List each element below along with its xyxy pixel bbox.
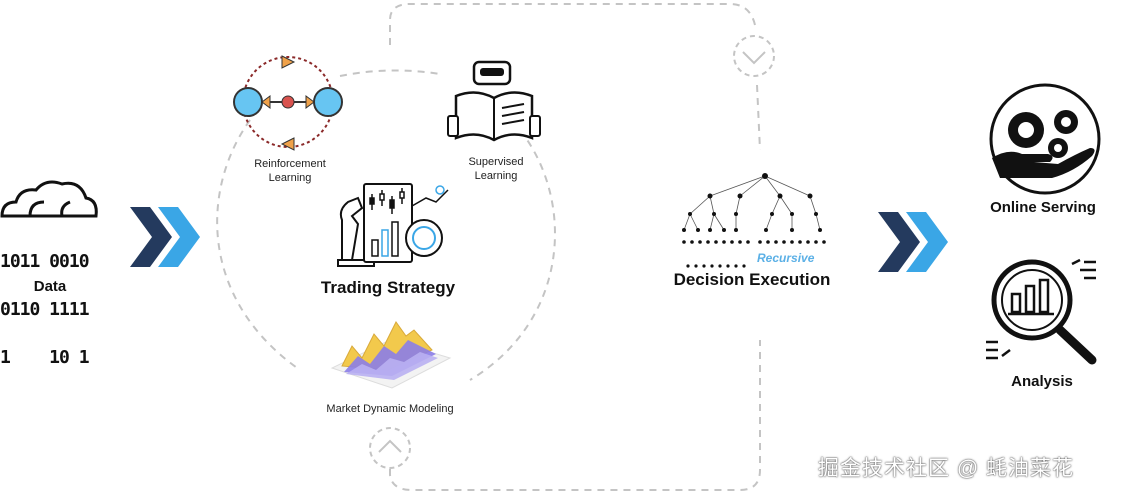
robot-reading-icon <box>447 60 541 142</box>
decision-execution-label: Decision Execution <box>673 270 831 289</box>
binary-digits: 1011 0010 0110 1111 1 10 1 <box>0 251 90 368</box>
double-chevron-icon <box>878 212 948 272</box>
reinforcement-learning-label: Reinforcement Learning <box>254 158 326 184</box>
analysis-label: Analysis <box>1011 373 1073 390</box>
chevron-up-icon <box>369 427 411 469</box>
trading-strategy-label: Trading Strategy <box>320 278 456 297</box>
chevron-down-icon <box>733 35 775 77</box>
online-serving-label: Online Serving <box>990 199 1096 216</box>
data-label: Data <box>33 278 67 295</box>
watermark-text: 掘金技术社区 @ 蚝油菜花 <box>818 457 1074 480</box>
cloud-data-icon <box>0 180 98 218</box>
gear-hand-icon <box>989 83 1101 195</box>
supervised-learning-label: Supervised Learning <box>468 156 524 182</box>
double-chevron-icon <box>130 207 200 267</box>
market-wave-icon <box>330 321 452 389</box>
magnifier-chart-icon <box>986 258 1097 365</box>
market-dynamic-modeling-label: Market Dynamic Modeling <box>326 403 454 415</box>
trading-chart-icon <box>337 183 449 267</box>
decision-tree-icon <box>682 173 826 268</box>
recursive-label: Recursive <box>757 251 815 265</box>
reinforcement-cycle-icon <box>233 55 343 151</box>
